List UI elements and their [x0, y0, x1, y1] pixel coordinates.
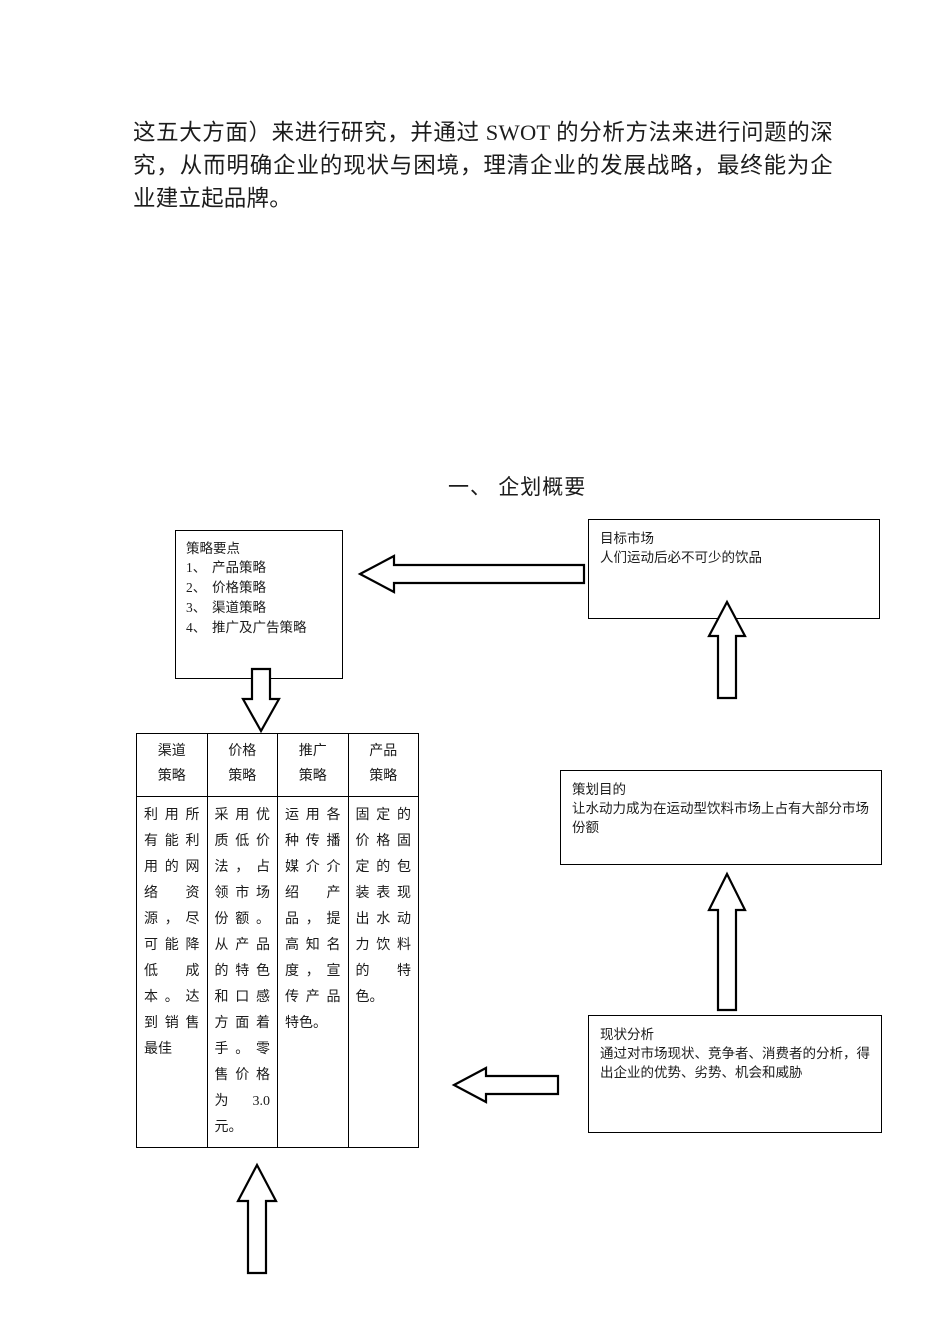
cell-text: 利用所有能利用的网络资源，尽可能降低成本。达到销售最佳: [144, 808, 200, 1057]
table-header-row: 渠道 策略 价格 策略 推广 策略 产品 策略: [136, 733, 419, 797]
left-arrow-situation-to-table: [451, 1062, 560, 1108]
current-situation-title: 现状分析: [600, 1027, 654, 1042]
list-item-number: 2、: [186, 580, 207, 595]
strategy-points-title: 策略要点: [186, 541, 240, 556]
strategy-points-list: 1、产品策略 2、价格策略 3、渠道策略 4、推广及广告策略: [186, 558, 332, 638]
planning-purpose-body: 让水动力成为在运动型饮料市场上占有大部分市场份额: [572, 801, 869, 835]
cell-text: 运用各种传播媒介介绍产品，提高知名度，宣传产品特色。: [285, 808, 341, 1031]
list-item-number: 4、: [186, 620, 207, 635]
strategy-table: 渠道 策略 价格 策略 推广 策略 产品 策略: [136, 733, 419, 1148]
list-item-number: 1、: [186, 560, 207, 575]
header-line-2: 策略: [369, 769, 398, 784]
planning-purpose-box: 策划目的 让水动力成为在运动型饮料市场上占有大部分市场份额: [560, 770, 882, 865]
strategy-points-box: 策略要点 1、产品策略 2、价格策略 3、渠道策略 4、推广及广告策略: [175, 530, 343, 679]
header-line-1: 推广: [298, 744, 327, 759]
header-line-2: 策略: [228, 769, 257, 784]
target-market-body: 人们运动后必不可少的饮品: [600, 550, 762, 565]
intro-paragraph: 这五大方面）来进行研究，并通过 SWOT 的分析方法来进行问题的深究，从而明确企…: [133, 120, 833, 211]
table-cell: 利用所有能利用的网络资源，尽可能降低成本。达到销售最佳: [136, 796, 208, 1148]
left-arrow-target-to-strategy: [357, 548, 586, 600]
table-cell: 固定的价格固定的包装表现出水动力饮料的特色。: [347, 796, 419, 1148]
list-item-label: 渠道策略: [212, 600, 266, 615]
list-item-label: 产品策略: [212, 560, 266, 575]
table-header-cell: 价格 策略: [206, 733, 278, 797]
table-row: 利用所有能利用的网络资源，尽可能降低成本。达到销售最佳 采用优质低价法，占领市场…: [136, 796, 419, 1148]
header-line-1: 产品: [369, 744, 398, 759]
up-arrow-purpose-to-target: [706, 599, 748, 700]
list-item-label: 价格策略: [212, 580, 266, 595]
cell-text: 采用优质低价法，占领市场份额。从产品的特色和口感方面着手。零售价格为 3.0 元…: [214, 808, 271, 1135]
up-arrow-bottom-to-table: [234, 1162, 280, 1275]
header-line-1: 渠道: [157, 744, 186, 759]
up-arrow-situation-to-purpose: [706, 871, 748, 1012]
header-line-2: 策略: [298, 769, 327, 784]
list-item: 2、价格策略: [186, 578, 332, 598]
current-situation-box: 现状分析 通过对市场现状、竞争者、消费者的分析，得出企业的优势、劣势、机会和威胁: [588, 1015, 882, 1133]
cell-text: 固定的价格固定的包装表现出水动力饮料的特色。: [355, 808, 412, 1005]
table-cell: 运用各种传播媒介介绍产品，提高知名度，宣传产品特色。: [277, 796, 349, 1148]
target-market-title: 目标市场: [600, 531, 654, 546]
header-line-2: 策略: [157, 769, 186, 784]
down-arrow-strategy-to-table: [240, 667, 282, 734]
current-situation-body: 通过对市场现状、竞争者、消费者的分析，得出企业的优势、劣势、机会和威胁: [600, 1046, 870, 1080]
table-header-cell: 产品 策略: [347, 733, 419, 797]
header-line-1: 价格: [228, 744, 257, 759]
planning-purpose-title: 策划目的: [572, 782, 626, 797]
list-item: 3、渠道策略: [186, 598, 332, 618]
list-item: 1、产品策略: [186, 558, 332, 578]
table-header-cell: 渠道 策略: [136, 733, 208, 797]
table-header-cell: 推广 策略: [277, 733, 349, 797]
list-item-label: 推广及广告策略: [212, 620, 307, 635]
list-item-number: 3、: [186, 600, 207, 615]
target-market-box: 目标市场 人们运动后必不可少的饮品: [588, 519, 880, 619]
list-item: 4、推广及广告策略: [186, 618, 332, 638]
table-cell: 采用优质低价法，占领市场份额。从产品的特色和口感方面着手。零售价格为 3.0 元…: [206, 796, 278, 1148]
section-heading: 一、 企划概要: [448, 475, 587, 499]
